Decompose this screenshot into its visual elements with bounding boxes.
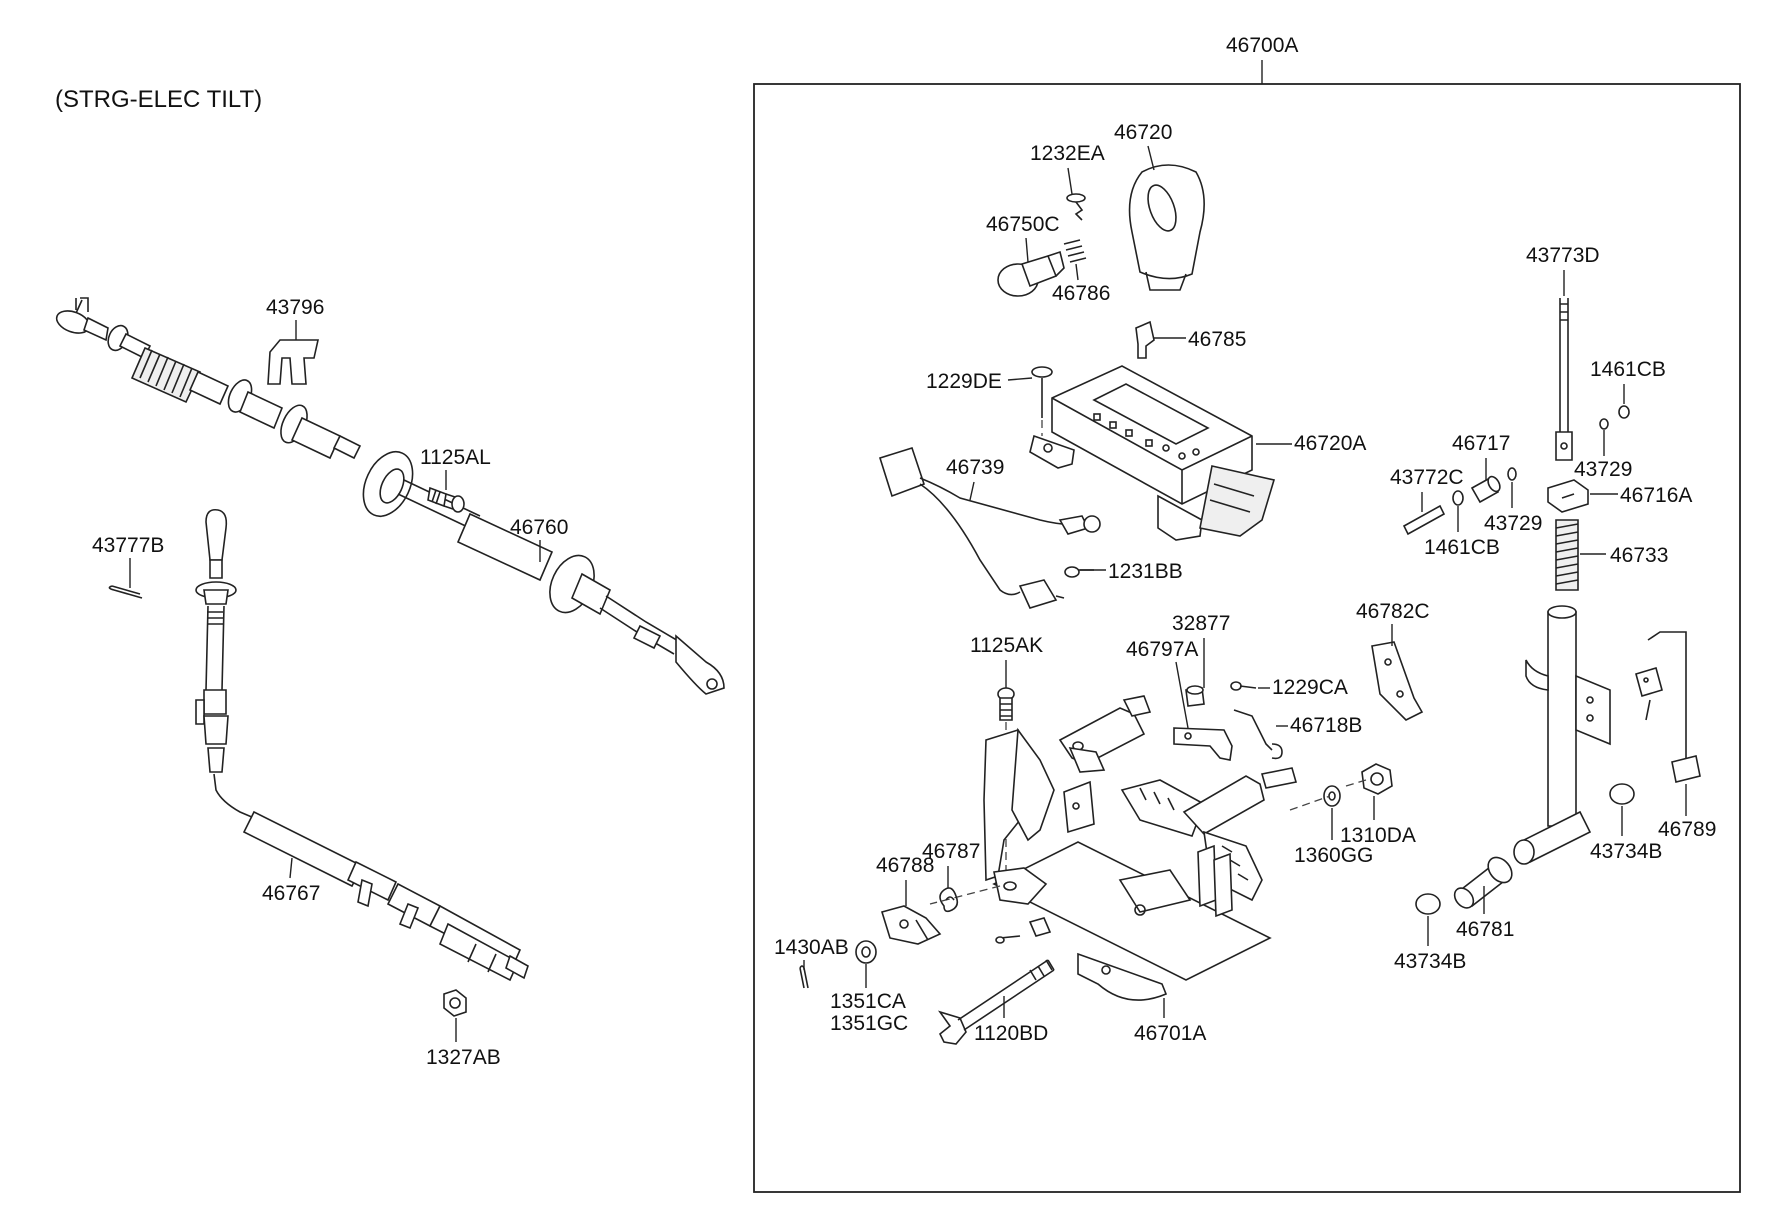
callout-1120BD: 1120BD	[974, 1022, 1048, 1045]
spring-46733	[1555, 519, 1579, 591]
leader-1232EA	[1067, 167, 1073, 195]
callout-1310DA: 1310DA	[1340, 824, 1416, 847]
callout-46750C: 46750C	[986, 213, 1060, 236]
callout-46767: 46767	[262, 882, 320, 905]
callout-46720: 46720	[1114, 121, 1172, 144]
callout-1229CA: 1229CA	[1272, 676, 1348, 699]
callout-46785: 46785	[1188, 328, 1246, 351]
callout-46733: 46733	[1610, 544, 1668, 567]
callout-46718B: 46718B	[1290, 714, 1362, 737]
shift-lever	[1513, 605, 1611, 865]
bracket-46701A	[929, 695, 1367, 1001]
harness-46739	[878, 447, 1101, 609]
callout-46716A: 46716A	[1620, 484, 1692, 507]
screw-1229DE	[1031, 366, 1053, 436]
callout-1125AK: 1125AK	[970, 634, 1043, 657]
clip-46785	[1135, 320, 1155, 359]
bushing-32877	[1185, 685, 1205, 707]
spring-46787	[939, 887, 959, 913]
clip-1461CB-a	[1618, 405, 1630, 419]
diagram-subtitle: (STRG-ELEC TILT)	[55, 86, 262, 113]
callout-1327AB: 1327AB	[426, 1046, 501, 1069]
callout-43777B: 43777B	[92, 534, 164, 557]
pin-43729-a	[1599, 418, 1609, 430]
callout-46797A: 46797A	[1126, 638, 1198, 661]
callout-46720A: 46720A	[1294, 432, 1366, 455]
callout-46717: 46717	[1452, 432, 1510, 455]
bushing-46717	[1470, 475, 1501, 504]
plate-46782C	[1371, 641, 1424, 721]
select-cable-46767	[195, 508, 529, 982]
callout-46787: 46787	[922, 840, 980, 863]
small-block	[995, 917, 1052, 944]
washer-1360GG	[1323, 785, 1341, 807]
callout-1351GC: 1351GC	[830, 1012, 908, 1035]
callout-43772C: 43772C	[1390, 466, 1464, 489]
nut-1310DA	[1361, 763, 1393, 795]
button-46750C	[997, 250, 1065, 297]
callout-1125AL: 1125AL	[420, 446, 491, 469]
callout-1231BB: 1231BB	[1108, 560, 1183, 583]
indicator-housing-46720A	[1029, 365, 1276, 541]
callout-1461CB-b: 1461CB	[1424, 536, 1500, 559]
callout-43729-b: 43729	[1484, 512, 1542, 535]
switch-46789	[1635, 631, 1701, 783]
callout-43796: 43796	[266, 296, 324, 319]
screw-1231BB	[1064, 566, 1094, 578]
spring-46786	[1063, 239, 1087, 263]
pin-43777B	[108, 585, 143, 599]
callout-46789: 46789	[1658, 818, 1716, 841]
callout-1229DE: 1229DE	[926, 370, 1002, 393]
callout-32877: 32877	[1172, 612, 1230, 635]
bolt-1125AL	[427, 486, 465, 513]
callout-43734B-b: 43734B	[1394, 950, 1466, 973]
callout-1430AB: 1430AB	[774, 936, 849, 959]
leader-46767	[289, 857, 293, 879]
callout-46782C: 46782C	[1356, 600, 1430, 623]
callout-46760: 46760	[510, 516, 568, 539]
screw-1232EA	[1066, 193, 1086, 221]
callout-43773D: 43773D	[1526, 244, 1600, 267]
lock-46788	[880, 905, 942, 945]
bolt-1120BD	[937, 959, 1055, 1045]
callout-46781: 46781	[1456, 918, 1514, 941]
washer-1351CA	[855, 940, 877, 964]
leader-46750C	[1025, 237, 1029, 263]
callout-46786: 46786	[1052, 282, 1110, 305]
cap-43734B-b	[1415, 893, 1441, 915]
callout-1351CA: 1351CA	[830, 990, 906, 1013]
callout-43729-a: 43729	[1574, 458, 1632, 481]
leader-46739	[969, 481, 975, 501]
leader-1229DE	[1007, 377, 1033, 381]
pin-43729-b	[1507, 467, 1517, 481]
shift-cable-46760	[55, 297, 725, 695]
sleeve-46781	[1453, 856, 1513, 909]
spring-46718B	[1233, 709, 1283, 760]
clip-46716A	[1547, 479, 1589, 513]
assembly-frame	[753, 83, 1741, 1193]
assembly-label-46700A: 46700A	[1226, 34, 1298, 57]
leader-46797A	[1175, 661, 1189, 729]
knob-46720	[1128, 164, 1205, 291]
callout-46788: 46788	[876, 854, 934, 877]
leader-46786	[1075, 263, 1079, 281]
clip-1461CB-b	[1452, 490, 1464, 506]
callout-1232EA: 1232EA	[1030, 142, 1105, 165]
callout-46701A: 46701A	[1134, 1022, 1206, 1045]
screw-1229CA	[1230, 681, 1257, 691]
clip-43796	[267, 339, 319, 385]
nut-1327AB	[443, 989, 467, 1017]
rod-43773D	[1555, 298, 1573, 461]
callout-1360GG: 1360GG	[1294, 844, 1373, 867]
pin-43772C	[1402, 504, 1446, 536]
arm-46797A	[1173, 727, 1233, 761]
callout-46739: 46739	[946, 456, 1004, 479]
callout-43734B-a: 43734B	[1590, 840, 1662, 863]
cap-43734B-a	[1609, 783, 1635, 805]
callout-1461CB-a: 1461CB	[1590, 358, 1666, 381]
leader-46720	[1147, 145, 1155, 171]
